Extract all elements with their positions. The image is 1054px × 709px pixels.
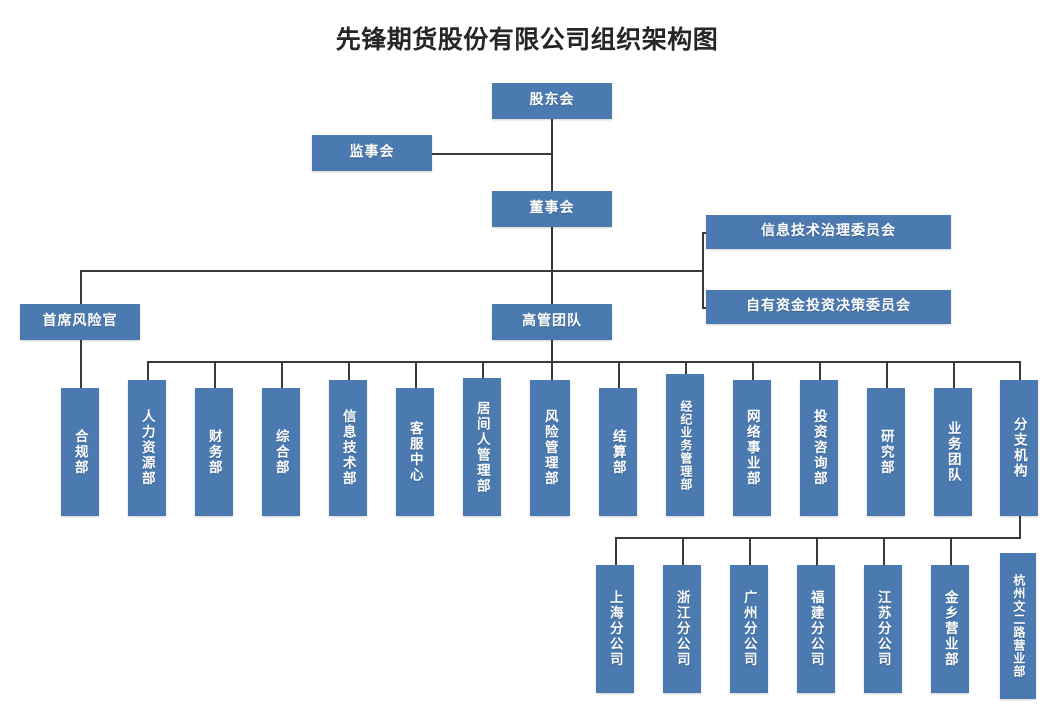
node-department-research[interactable]: 研究部 <box>867 388 905 516</box>
connector-dept-drop <box>953 361 955 388</box>
connector-dept-drop <box>886 361 888 388</box>
connector-shareholders-to-board <box>551 118 553 192</box>
connector-cro-to-compliance <box>80 334 82 388</box>
node-department-business-team[interactable]: 业务团队 <box>934 388 972 516</box>
connector-dept-drop <box>348 361 350 388</box>
node-department-risk-management[interactable]: 风险管理部 <box>530 380 570 516</box>
node-branch-guangzhou[interactable]: 广州分公司 <box>730 565 768 693</box>
node-supervisory-board[interactable]: 监事会 <box>312 135 432 171</box>
connector-exec-drop <box>551 334 553 362</box>
node-department-network-business[interactable]: 网络事业部 <box>733 380 771 516</box>
connector-dept-drop <box>819 361 821 388</box>
connector-branch-drop <box>615 537 617 565</box>
node-department-human-resources[interactable]: 人力资源部 <box>128 380 166 516</box>
node-committee-it-governance[interactable]: 信息技术治理委员会 <box>706 215 951 249</box>
connector-branch-drop <box>749 537 751 565</box>
node-branch-shanghai[interactable]: 上海分公司 <box>596 565 634 693</box>
node-department-information-technology[interactable]: 信息技术部 <box>329 380 367 516</box>
node-branch-hangzhou-wener-road-sales-office[interactable]: 杭州文二路营业部 <box>1000 553 1036 699</box>
connector-department-bus <box>147 361 1020 363</box>
node-branch-jiangsu[interactable]: 江苏分公司 <box>864 565 902 693</box>
node-department-intermediary-management[interactable]: 居间人管理部 <box>463 378 501 516</box>
node-department-finance[interactable]: 财务部 <box>195 388 233 516</box>
connector-committee-top-stub <box>702 232 708 234</box>
node-shareholders-meeting[interactable]: 股东会 <box>492 83 612 119</box>
node-chief-risk-officer[interactable]: 首席风险官 <box>20 304 140 340</box>
node-department-compliance[interactable]: 合规部 <box>61 388 99 516</box>
connector-branch-bus <box>615 537 1021 539</box>
node-department-investment-consulting[interactable]: 投资咨询部 <box>800 380 838 516</box>
node-department-customer-service-center[interactable]: 客服中心 <box>396 388 434 516</box>
connector-dept-drop <box>618 361 620 388</box>
connector-branch-drop <box>883 537 885 565</box>
connector-dept-drop <box>482 361 484 388</box>
connector-dept-drop <box>415 361 417 388</box>
connector-committee-bottom-stub <box>702 307 708 309</box>
node-board-of-directors[interactable]: 董事会 <box>492 191 612 227</box>
page-title: 先锋期货股份有限公司组织架构图 <box>335 26 719 54</box>
node-department-settlement[interactable]: 结算部 <box>599 388 637 516</box>
connector-bus-to-cro <box>80 270 82 306</box>
connector-branchunit-drop <box>1019 516 1021 538</box>
connector-dept-drop <box>551 361 553 388</box>
connector-dept-drop <box>281 361 283 388</box>
node-branch-jinxiang-sales-office[interactable]: 金乡营业部 <box>931 565 969 693</box>
connector-bus-to-exec <box>551 270 553 306</box>
connector-branch-drop <box>816 537 818 565</box>
connector-committee-bracket <box>702 232 704 309</box>
connector-branch-drop <box>950 537 952 565</box>
connector-dept-drop <box>147 361 149 388</box>
connector-branch-drop <box>682 537 684 565</box>
node-department-brokerage-business-management[interactable]: 经纪业务管理部 <box>666 374 704 516</box>
connector-dept-drop <box>214 361 216 388</box>
node-committee-proprietary-investment[interactable]: 自有资金投资决策委员会 <box>706 290 951 324</box>
node-branch-zhejiang[interactable]: 浙江分公司 <box>663 565 701 693</box>
node-department-general-affairs[interactable]: 综合部 <box>262 388 300 516</box>
connector-dept-drop <box>752 361 754 388</box>
node-executive-team[interactable]: 高管团队 <box>492 304 612 340</box>
connector-supervisory-to-spine <box>432 153 553 155</box>
node-department-branch-institutions[interactable]: 分支机构 <box>1000 380 1038 516</box>
connector-board-main-bus <box>80 270 704 272</box>
node-branch-fujian[interactable]: 福建分公司 <box>797 565 835 693</box>
connector-board-to-bus <box>551 226 553 271</box>
connector-dept-drop <box>1019 361 1021 388</box>
